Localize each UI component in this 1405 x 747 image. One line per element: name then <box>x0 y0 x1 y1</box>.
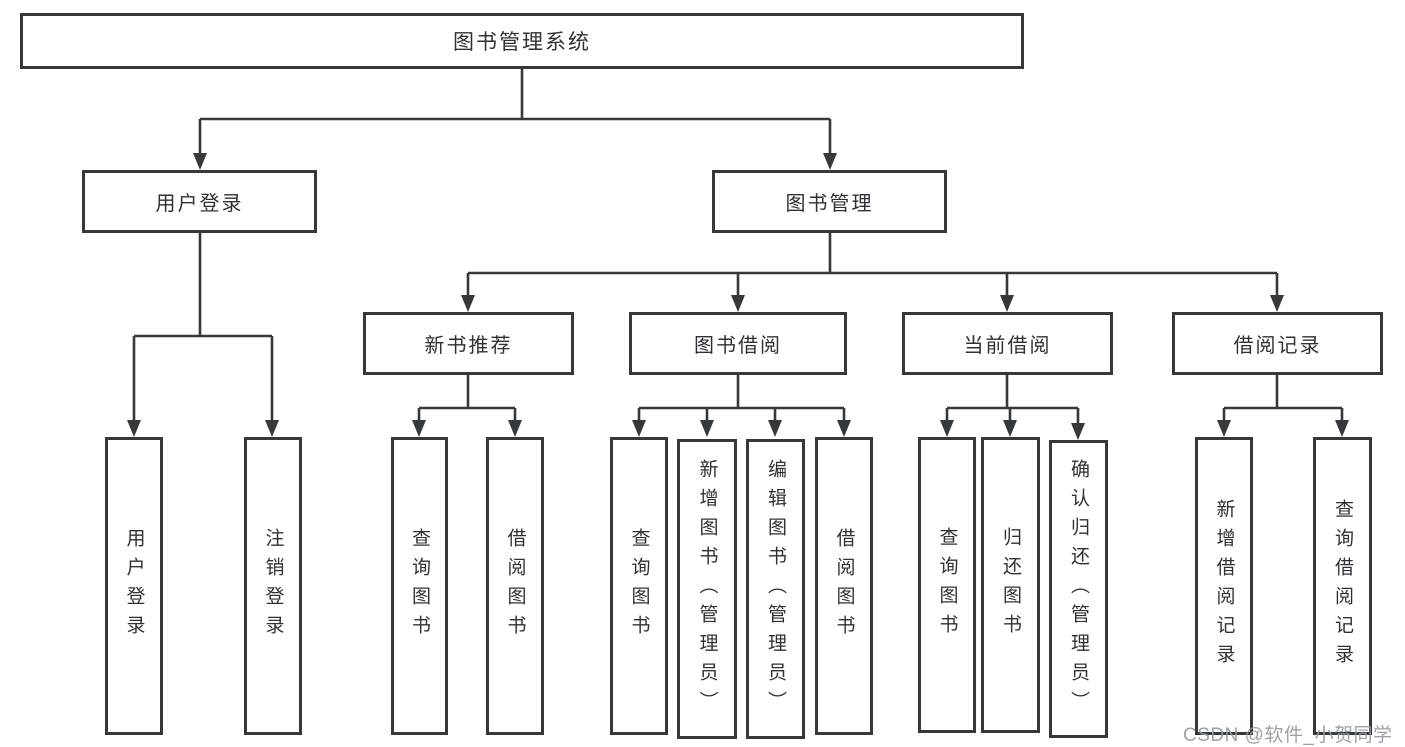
leaf-confirm-return-admin: 确认归还（管理员） <box>1049 440 1108 738</box>
leaf-edit-book-admin: 编辑图书（管理员） <box>746 439 805 739</box>
node-new-book-recommend-label: 新书推荐 <box>424 335 513 357</box>
leaf-query-books-borrowing-label: 查询图书 <box>628 528 650 644</box>
node-borrowing-records: 借阅记录 <box>1172 312 1383 375</box>
arrowheads <box>127 153 1349 440</box>
leaf-query-borrow-record: 查询借阅记录 <box>1313 437 1372 735</box>
leaf-query-books-current: 查询图书 <box>918 437 976 733</box>
leaf-query-books-borrowing: 查询图书 <box>610 437 668 735</box>
leaf-logout-label: 注销登录 <box>262 528 284 644</box>
node-library-system-label: 图书管理系统 <box>453 31 591 54</box>
leaf-add-borrow-record-label: 新增借阅记录 <box>1213 499 1235 673</box>
node-library-system: 图书管理系统 <box>20 13 1024 69</box>
leaf-user-login: 用户登录 <box>105 437 163 735</box>
leaf-query-books-current-label: 查询图书 <box>936 527 958 643</box>
node-current-borrowing: 当前借阅 <box>902 312 1113 375</box>
leaf-borrow-books-recommend-label: 借阅图书 <box>504 528 526 644</box>
leaf-add-book-admin: 新增图书（管理员） <box>677 439 737 739</box>
leaf-confirm-return-admin-label: 确认归还（管理员） <box>1068 458 1089 720</box>
leaf-query-books-recommend: 查询图书 <box>391 437 448 735</box>
leaf-borrow-books-borrowing-label: 借阅图书 <box>833 528 855 644</box>
leaf-logout: 注销登录 <box>244 437 302 735</box>
node-book-management-label: 图书管理 <box>785 193 874 215</box>
csdn-watermark: CSDN @软件_小贺同学 <box>1183 725 1393 746</box>
leaf-user-login-label: 用户登录 <box>123 528 145 644</box>
leaf-add-book-admin-label: 新增图书（管理员） <box>696 458 718 720</box>
node-book-borrowing: 图书借阅 <box>629 312 847 375</box>
leaf-query-borrow-record-label: 查询借阅记录 <box>1332 499 1353 673</box>
leaf-query-books-recommend-label: 查询图书 <box>409 528 430 644</box>
node-borrowing-records-label: 借阅记录 <box>1233 335 1322 357</box>
node-current-borrowing-label: 当前借阅 <box>963 335 1052 357</box>
leaf-add-borrow-record: 新增借阅记录 <box>1195 437 1253 735</box>
node-user-login-group-label: 用户登录 <box>155 193 244 215</box>
leaf-borrow-books-recommend: 借阅图书 <box>486 437 544 735</box>
leaf-edit-book-admin-label: 编辑图书（管理员） <box>765 458 786 720</box>
leaf-return-books-label: 归还图书 <box>1000 527 1021 643</box>
node-new-book-recommend: 新书推荐 <box>363 312 574 375</box>
node-user-login-group: 用户登录 <box>82 170 317 233</box>
leaf-borrow-books-borrowing: 借阅图书 <box>815 437 873 735</box>
node-book-borrowing-label: 图书借阅 <box>694 335 782 357</box>
node-book-management: 图书管理 <box>712 170 947 233</box>
leaf-return-books: 归还图书 <box>981 437 1040 733</box>
